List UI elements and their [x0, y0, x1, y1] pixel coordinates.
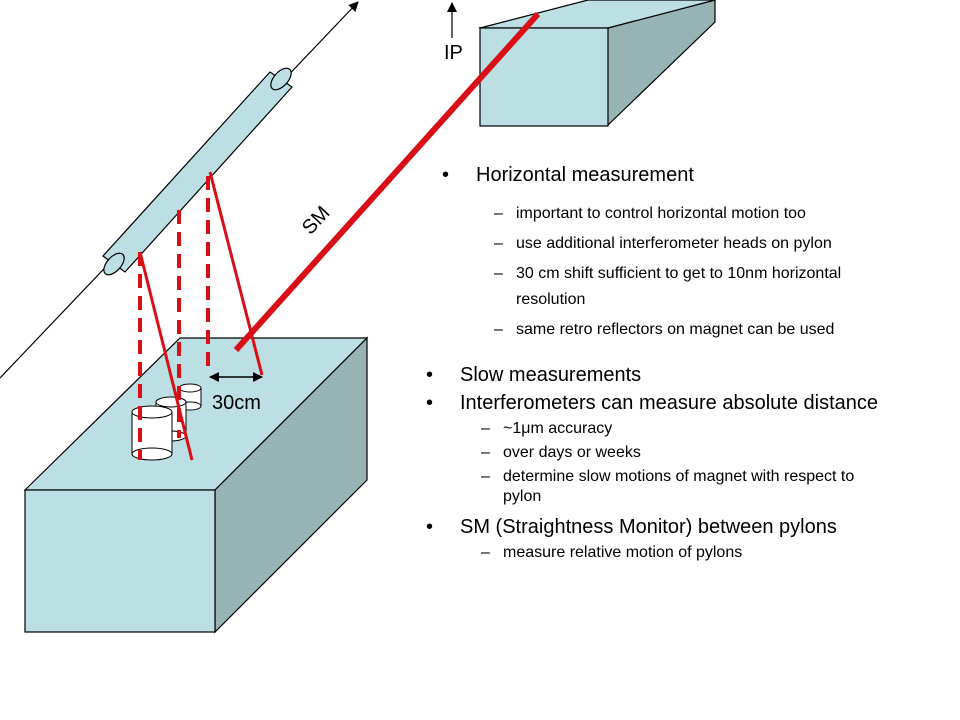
slow-measurement-list: Slow measurements Interferometers can me… [426, 363, 930, 567]
pylon-box-main [23, 336, 369, 634]
sm-item: measure relative motion of pylons [481, 543, 903, 563]
pylon-box-top [478, 0, 716, 127]
ip-label: IP [444, 42, 463, 64]
horizontal-item: same retro reflectors on magnet can be u… [494, 317, 946, 343]
slow-bullet: Interferometers can measure absolute dis… [426, 391, 900, 415]
horizontal-item: 30 cm shift sufficient to get to 10nm ho… [494, 261, 876, 313]
slow-item: determine slow motions of magnet with re… [481, 467, 883, 507]
horizontal-measurement-list: Horizontal measurement important to cont… [442, 164, 946, 347]
sm-bullet: SM (Straightness Monitor) between pylons [426, 515, 930, 539]
straightness-monitor-beam [233, 11, 541, 353]
slow-item: ~1μm accuracy [481, 419, 903, 439]
slow-bullet: Slow measurements [426, 363, 930, 387]
slanted-beam [208, 171, 264, 376]
slow-item: over days or weeks [481, 443, 903, 463]
horizontal-item: important to control horizontal motion t… [494, 201, 946, 227]
horizontal-heading: Horizontal measurement [442, 164, 946, 187]
horizontal-item: use additional interferometer heads on p… [494, 231, 946, 257]
slanted-beam [138, 251, 194, 461]
magnet-cylinder [102, 67, 293, 276]
shift-label: 30cm [212, 392, 261, 414]
